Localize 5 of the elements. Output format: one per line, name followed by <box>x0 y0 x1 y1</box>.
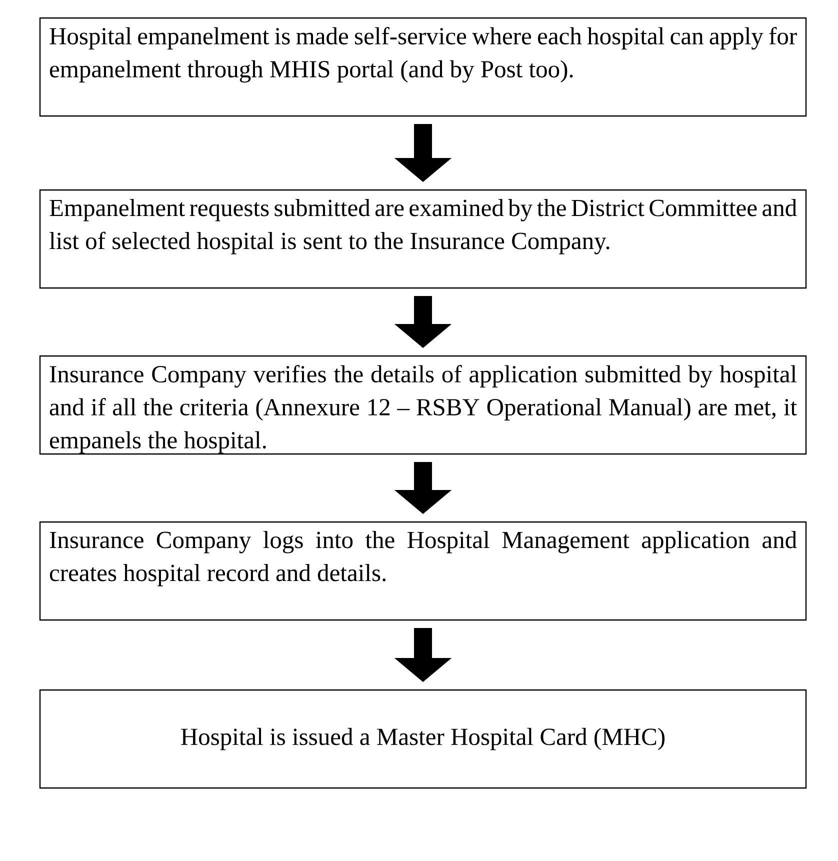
process-box: Insurance Company verifies the details of application submitted by hospital and if all the criteria (Annexure 12 – RSBY Operational Manual) are met, it empanels the hospital. <box>39 355 807 455</box>
process-box: Hospital empanelment is made self-service where each hospital can apply for empanelment through MHIS portal (and by Post too). <box>39 17 807 117</box>
process-box: Insurance Company logs into the Hospital Management application and creates hospital record and details. <box>39 521 807 621</box>
process-box: Empanelment requests submitted are examined by the District Committee and list of selected hospital is sent to the Insurance Company. <box>39 189 807 289</box>
process-box: Hospital is issued a Master Hospital Card (MHC) <box>39 689 807 789</box>
